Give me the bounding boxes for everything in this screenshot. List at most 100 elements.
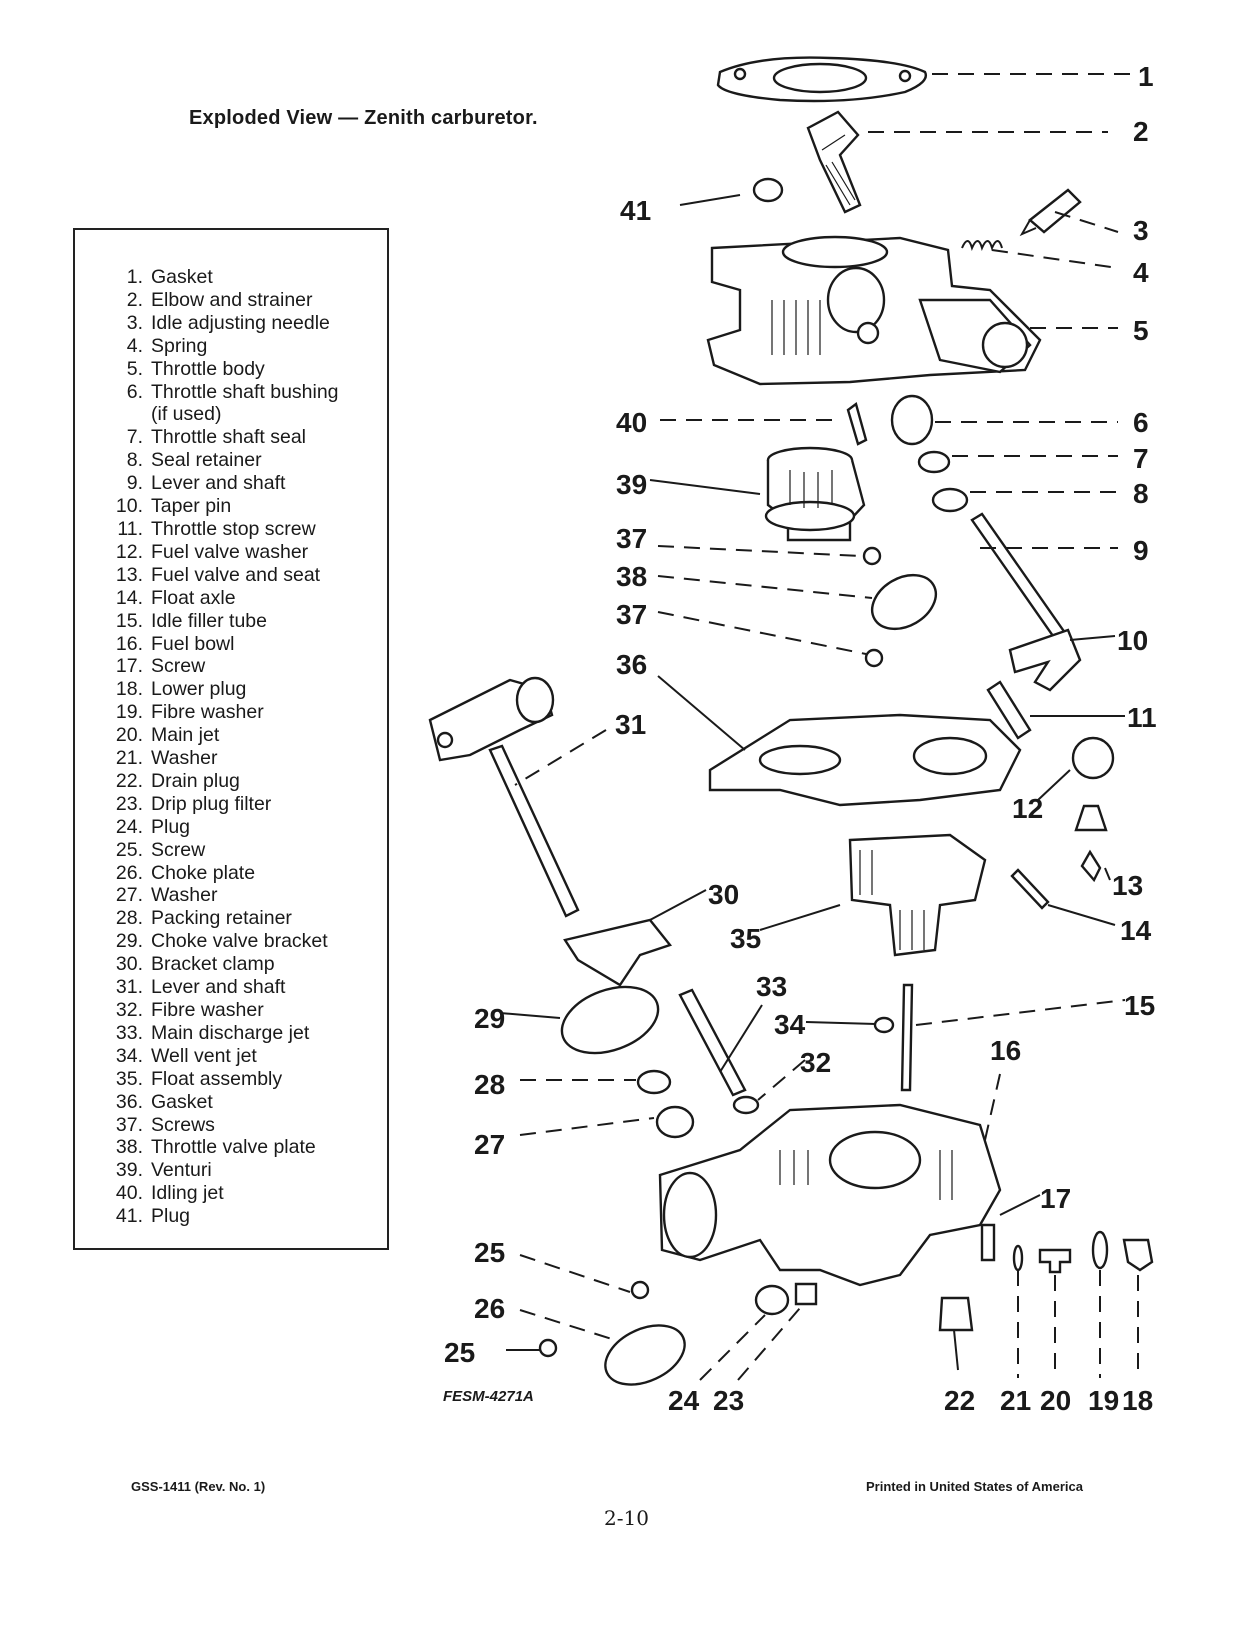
- legend-item-name: Screws: [151, 1113, 215, 1136]
- callout-29: 29: [474, 1003, 505, 1034]
- legend-item-name: Fibre washer: [151, 999, 264, 1021]
- callout-27: 27: [474, 1129, 505, 1160]
- legend-item-number: 3.: [126, 311, 143, 334]
- legend-item: 31.Lever and shaft: [75, 976, 339, 999]
- legend-item-name: Fibre washer: [151, 701, 264, 724]
- callout-40: 40: [616, 407, 647, 438]
- legend-item-number: 1.: [126, 266, 143, 288]
- legend-item-number: 32.: [115, 999, 143, 1021]
- legend-item-number: 39.: [115, 1159, 143, 1182]
- legend-item-name: Lower plug: [151, 678, 247, 701]
- legend-item-name: Lever and shaft: [151, 976, 286, 999]
- legend-item-name: Idle adjusting needle: [151, 311, 330, 334]
- choke-bracket-part: [560, 918, 673, 1055]
- legend-item-name: Throttle body: [151, 357, 265, 380]
- legend-item: 11. Throttle stop screw: [75, 518, 339, 541]
- discharge-jet-part: [678, 988, 747, 1097]
- legend-item-name: Seal retainer: [151, 449, 262, 472]
- plug-24-part: [754, 1284, 790, 1316]
- callout-9: 9: [1133, 535, 1149, 566]
- callout-7: 7: [1133, 443, 1149, 474]
- legend-item-name: Fuel valve washer: [151, 540, 309, 563]
- legend-item-number: 9.: [126, 472, 143, 495]
- legend-item-name: Plug: [151, 1205, 191, 1228]
- legend-item-name: Main jet: [151, 724, 220, 747]
- legend-item-name: Idle filler tube: [151, 609, 267, 632]
- throttle-body-part: [706, 235, 1042, 386]
- legend-item-name: Fuel valve and seat: [151, 563, 321, 586]
- spring-part: [961, 240, 1003, 251]
- legend-item-number: 30.: [115, 953, 143, 976]
- callout-24: 24: [668, 1385, 700, 1416]
- figure-id: FESM-4271A: [443, 1388, 534, 1405]
- legend-item: 21.Washer: [75, 747, 339, 770]
- washer-21-part: [1012, 1244, 1024, 1272]
- legend-item-number: 18.: [115, 678, 143, 701]
- legend-item: 18. Lower plug: [75, 678, 339, 701]
- legend-item-number: 5.: [126, 357, 143, 380]
- callout-1: 1: [1138, 61, 1154, 92]
- legend-item: 2.Elbow and strainer: [75, 289, 339, 312]
- callout-16: 16: [990, 1035, 1021, 1066]
- legend-item-name: Main discharge jet: [151, 1021, 310, 1044]
- legend-item-number: 35.: [115, 1067, 143, 1090]
- legend-item-name: Washer: [151, 747, 218, 770]
- legend-item: 38.Throttle valve plate: [75, 1136, 339, 1159]
- legend-item: 3. Idle adjusting needle: [75, 312, 339, 335]
- legend-item-number: 22.: [115, 769, 143, 792]
- callout-30: 30: [708, 879, 739, 910]
- callout-39: 39: [616, 469, 647, 500]
- legend-item-name: Gasket: [151, 266, 213, 288]
- callout-15: 15: [1124, 990, 1155, 1021]
- lever-shaft-31-part: [428, 676, 580, 918]
- fuel-bowl-part: [658, 1103, 1002, 1287]
- legend-item-number: 28.: [115, 907, 143, 930]
- legend-item: 26.Choke plate: [75, 862, 339, 885]
- lower-plug-part: [1122, 1238, 1154, 1272]
- legend-item-name: Idling jet: [151, 1182, 224, 1205]
- callout-12: 12: [1012, 793, 1043, 824]
- callout-34: 34: [774, 1009, 806, 1040]
- legend-item-name: Plug: [151, 815, 191, 838]
- legend-item: 14.Float axle: [75, 587, 339, 610]
- callout-18: 18: [1122, 1385, 1153, 1416]
- callout-11: 11: [1127, 702, 1157, 733]
- legend-item-number: 40.: [115, 1182, 143, 1205]
- page-number: 2-10: [604, 1506, 649, 1530]
- legend-item-number: 11.: [117, 517, 143, 540]
- legend-item-name: Spring: [151, 334, 208, 357]
- elbow-strainer-part: [806, 110, 862, 214]
- legend-item: 34.Well vent jet: [75, 1045, 339, 1068]
- lever-shaft-9-part: [970, 512, 1082, 692]
- callout-22: 22: [944, 1385, 975, 1416]
- legend-item-name: Bracket clamp: [151, 953, 275, 976]
- legend-item-number: 33.: [115, 1021, 143, 1044]
- legend-item: 20.Main jet: [75, 724, 339, 747]
- legend-item: 4.Spring: [75, 335, 339, 358]
- legend-item-number: 8.: [126, 449, 143, 472]
- callout-21: 21: [1000, 1385, 1031, 1416]
- legend-item: 12.Fuel valve washer: [75, 541, 339, 564]
- legend-item: 19.Fibre washer: [75, 701, 339, 724]
- float-axle-part: [1010, 868, 1050, 910]
- callout-31: 31: [615, 709, 646, 740]
- callout-labels: 1 2 3 4 5 6 7 8 9 10 11 12 13 14 15 16 1…: [444, 61, 1157, 1416]
- legend-item: 39.Venturi: [75, 1159, 339, 1182]
- callout-17: 17: [1040, 1183, 1071, 1214]
- legend-item-number: 23.: [115, 792, 143, 815]
- legend-item-name: Throttle valve plate: [151, 1136, 316, 1159]
- callout-26: 26: [474, 1293, 505, 1324]
- legend-item-name: Throttle stop screw: [151, 517, 316, 540]
- legend-item: 25.Screw: [75, 839, 339, 862]
- legend-item-number: 2.: [126, 288, 143, 311]
- legend-item-name: Screw: [151, 838, 206, 861]
- legend-item-number: 6.: [126, 380, 143, 403]
- legend-item: 22.Drain plug: [75, 770, 339, 793]
- callout-38: 38: [616, 561, 647, 592]
- screw-17-part: [980, 1223, 996, 1262]
- legend-item: 28.Packing retainer: [75, 907, 339, 930]
- vent-jet-part: [873, 1016, 895, 1034]
- washer-27-part: [655, 1105, 695, 1139]
- retainer-part: [931, 487, 969, 513]
